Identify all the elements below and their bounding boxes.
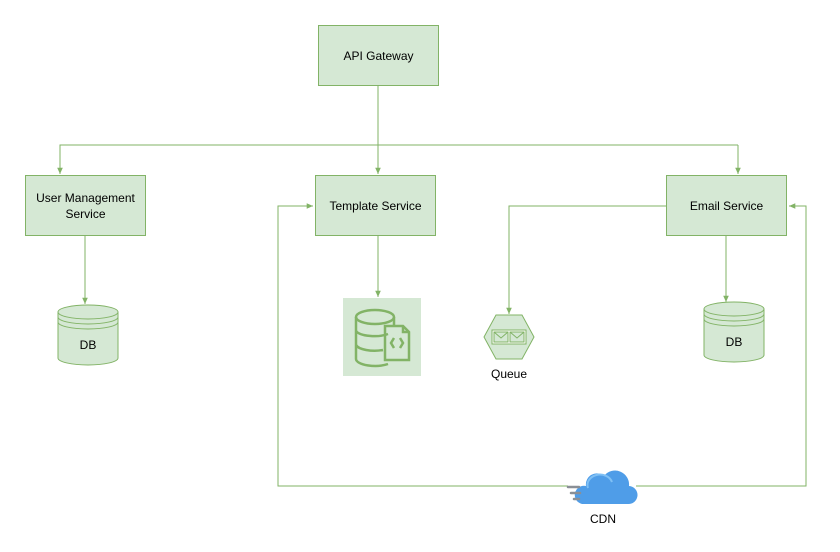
template-service-node[interactable]: Template Service (315, 175, 436, 236)
edge-email-service-to-queue (506, 205, 666, 314)
queue-label: Queue (490, 367, 528, 381)
edge-cdn-to-template-service (277, 203, 568, 487)
message-queue-icon[interactable] (483, 314, 535, 360)
cloud-cdn-icon[interactable] (566, 462, 638, 506)
cdn-label: CDN (590, 512, 616, 526)
edge-gateway-to-user-management (57, 144, 738, 174)
database-document-icon[interactable] (343, 298, 421, 376)
db-icon[interactable] (57, 304, 121, 366)
db-right-label: DB (725, 335, 743, 349)
api-gateway-label: API Gateway (343, 48, 414, 63)
email-service-label: Email Service (689, 198, 764, 213)
edge-cdn-to-email-service (636, 203, 807, 487)
api-gateway-node[interactable]: API Gateway (318, 25, 439, 86)
user-management-service-label: User Management Service (36, 190, 135, 221)
template-service-label: Template Service (329, 198, 422, 213)
db-icon[interactable] (703, 301, 767, 363)
db-left-label: DB (79, 338, 97, 352)
user-management-service-node[interactable]: User Management Service (25, 175, 146, 236)
email-service-node[interactable]: Email Service (666, 175, 787, 236)
